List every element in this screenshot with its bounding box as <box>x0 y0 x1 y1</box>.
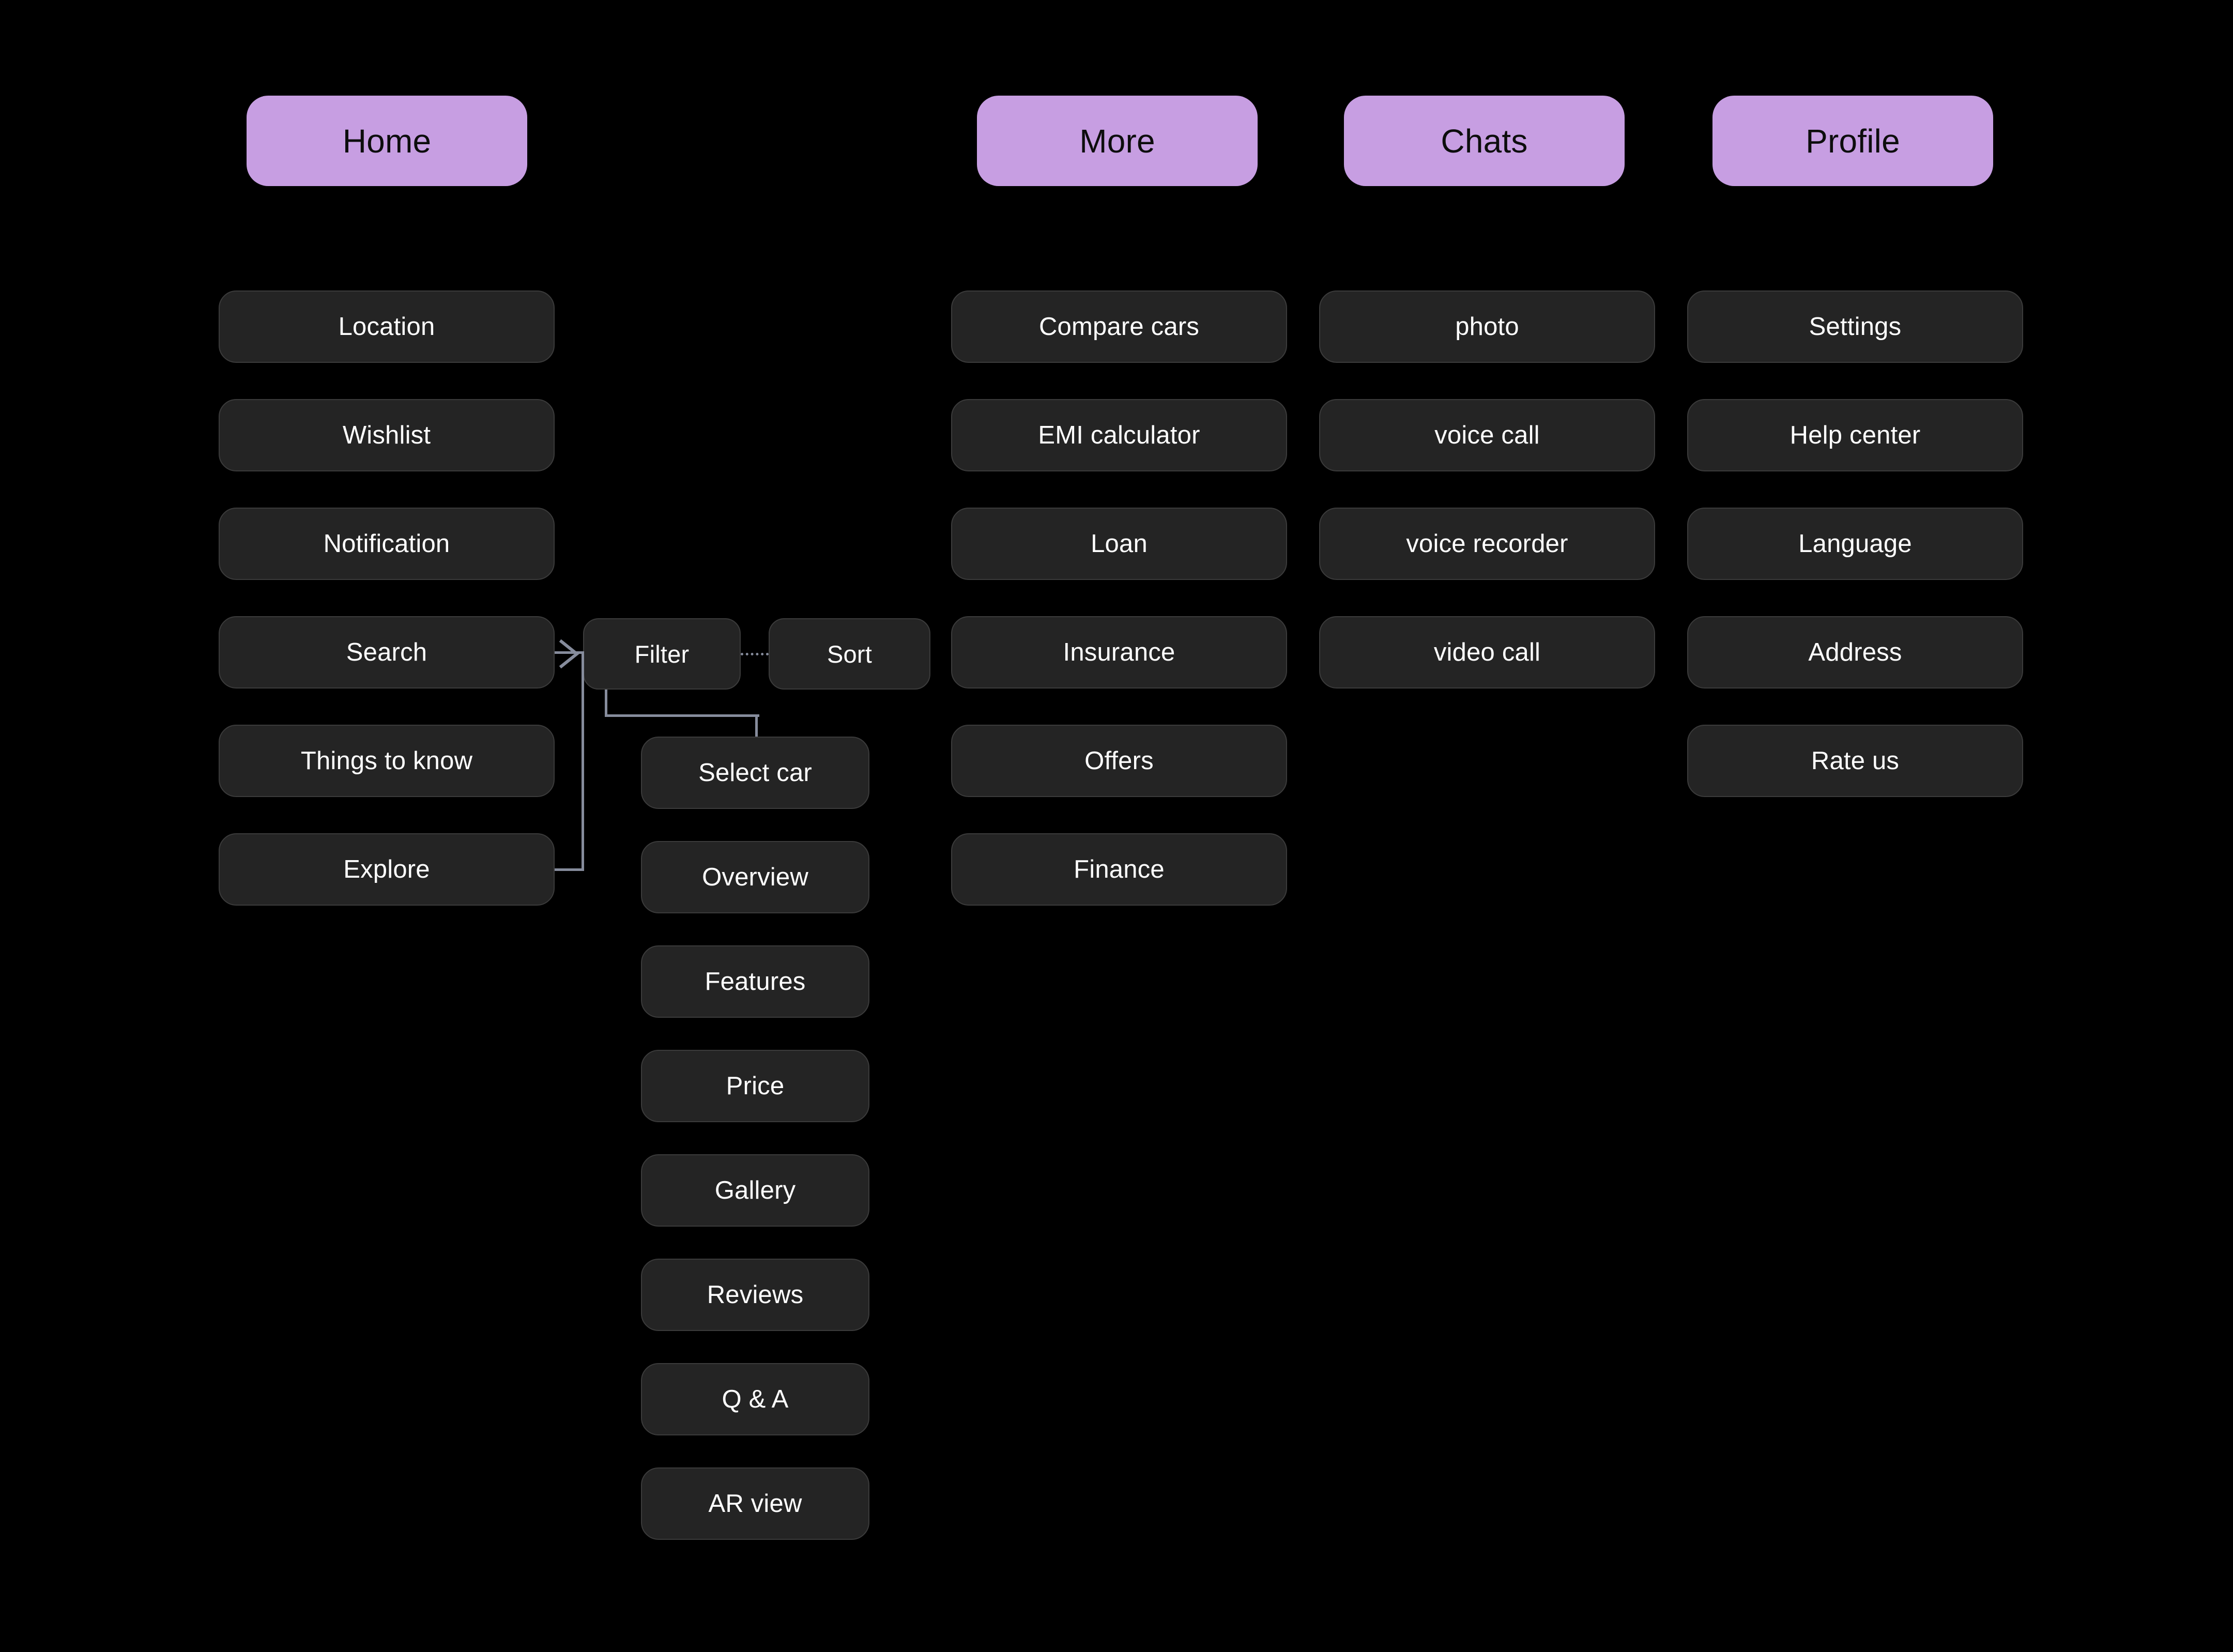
node-label: Price <box>726 1072 785 1100</box>
node-more-compare-cars[interactable]: Compare cars <box>951 290 1287 363</box>
node-label: Finance <box>1074 855 1165 883</box>
node-label: Offers <box>1084 747 1154 775</box>
node-label: Q & A <box>722 1385 789 1413</box>
node-detail-gallery[interactable]: Gallery <box>641 1154 869 1227</box>
header-pill-home[interactable]: Home <box>247 96 527 186</box>
node-detail-reviews[interactable]: Reviews <box>641 1259 869 1331</box>
connector-filter-drop <box>605 690 607 717</box>
node-home-wishlist[interactable]: Wishlist <box>219 399 555 471</box>
node-label: Language <box>1798 530 1912 558</box>
header-pill-label-profile: Profile <box>1806 122 1900 160</box>
connector-bar-to-selectcar <box>755 714 758 737</box>
node-label: video call <box>1433 638 1541 666</box>
node-label: Help center <box>1790 421 1921 449</box>
node-label: Select car <box>698 759 812 787</box>
node-detail-price[interactable]: Price <box>641 1050 869 1122</box>
node-home-location[interactable]: Location <box>219 290 555 363</box>
connector-explore-stub <box>555 868 584 871</box>
node-label: Things to know <box>300 747 473 775</box>
node-label: Compare cars <box>1038 313 1200 341</box>
connector-filter-sort-dotted <box>741 652 769 655</box>
node-sort[interactable]: Sort <box>769 618 930 690</box>
header-pill-more[interactable]: More <box>977 96 1258 186</box>
node-home-explore[interactable]: Explore <box>219 833 555 906</box>
node-profile-help-center[interactable]: Help center <box>1687 399 2023 471</box>
node-home-notification[interactable]: Notification <box>219 508 555 580</box>
node-more-loan[interactable]: Loan <box>951 508 1287 580</box>
node-label: voice call <box>1434 421 1540 449</box>
node-chats-photo[interactable]: photo <box>1319 290 1655 363</box>
node-label: Address <box>1808 638 1902 666</box>
node-label: Overview <box>702 863 808 891</box>
connector-detail-bar <box>605 714 759 717</box>
header-pill-label-chats: Chats <box>1441 122 1528 160</box>
node-chats-voice-recorder[interactable]: voice recorder <box>1319 508 1655 580</box>
node-home-search[interactable]: Search <box>219 616 555 689</box>
node-chats-video-call[interactable]: video call <box>1319 616 1655 689</box>
header-pill-label-home: Home <box>342 122 432 160</box>
node-label: Reviews <box>707 1281 804 1309</box>
node-profile-language[interactable]: Language <box>1687 508 2023 580</box>
connector-trunk <box>582 651 584 871</box>
node-home-things-to-know[interactable]: Things to know <box>219 725 555 797</box>
node-profile-address[interactable]: Address <box>1687 616 2023 689</box>
header-pill-label-more: More <box>1079 122 1155 160</box>
node-label: Features <box>705 968 806 996</box>
node-label: Loan <box>1091 530 1148 558</box>
node-profile-settings[interactable]: Settings <box>1687 290 2023 363</box>
node-label: Wishlist <box>342 421 431 449</box>
node-more-finance[interactable]: Finance <box>951 833 1287 906</box>
node-label: Gallery <box>714 1176 796 1204</box>
node-label: Filter <box>634 640 690 668</box>
node-detail-features[interactable]: Features <box>641 945 869 1018</box>
node-more-offers[interactable]: Offers <box>951 725 1287 797</box>
node-label: Search <box>346 638 427 666</box>
node-label: voice recorder <box>1406 530 1568 558</box>
node-profile-rate-us[interactable]: Rate us <box>1687 725 2023 797</box>
node-label: Explore <box>343 855 430 883</box>
node-label: Sort <box>827 640 872 668</box>
node-detail-q-and-a[interactable]: Q & A <box>641 1363 869 1435</box>
node-detail-select-car[interactable]: Select car <box>641 737 869 809</box>
node-chats-voice-call[interactable]: voice call <box>1319 399 1655 471</box>
node-label: Location <box>338 313 435 341</box>
node-more-emi-calculator[interactable]: EMI calculator <box>951 399 1287 471</box>
node-filter[interactable]: Filter <box>583 618 741 690</box>
header-pill-profile[interactable]: Profile <box>1712 96 1993 186</box>
node-label: AR view <box>708 1490 802 1518</box>
node-more-insurance[interactable]: Insurance <box>951 616 1287 689</box>
connector-search-stub <box>555 651 584 654</box>
node-label: Notification <box>323 530 450 558</box>
node-label: photo <box>1455 313 1519 341</box>
node-detail-ar-view[interactable]: AR view <box>641 1467 869 1540</box>
node-label: EMI calculator <box>1038 421 1200 449</box>
node-label: Rate us <box>1811 747 1900 775</box>
node-detail-overview[interactable]: Overview <box>641 841 869 913</box>
node-label: Insurance <box>1063 638 1175 666</box>
header-pill-chats[interactable]: Chats <box>1344 96 1625 186</box>
node-label: Settings <box>1809 313 1902 341</box>
